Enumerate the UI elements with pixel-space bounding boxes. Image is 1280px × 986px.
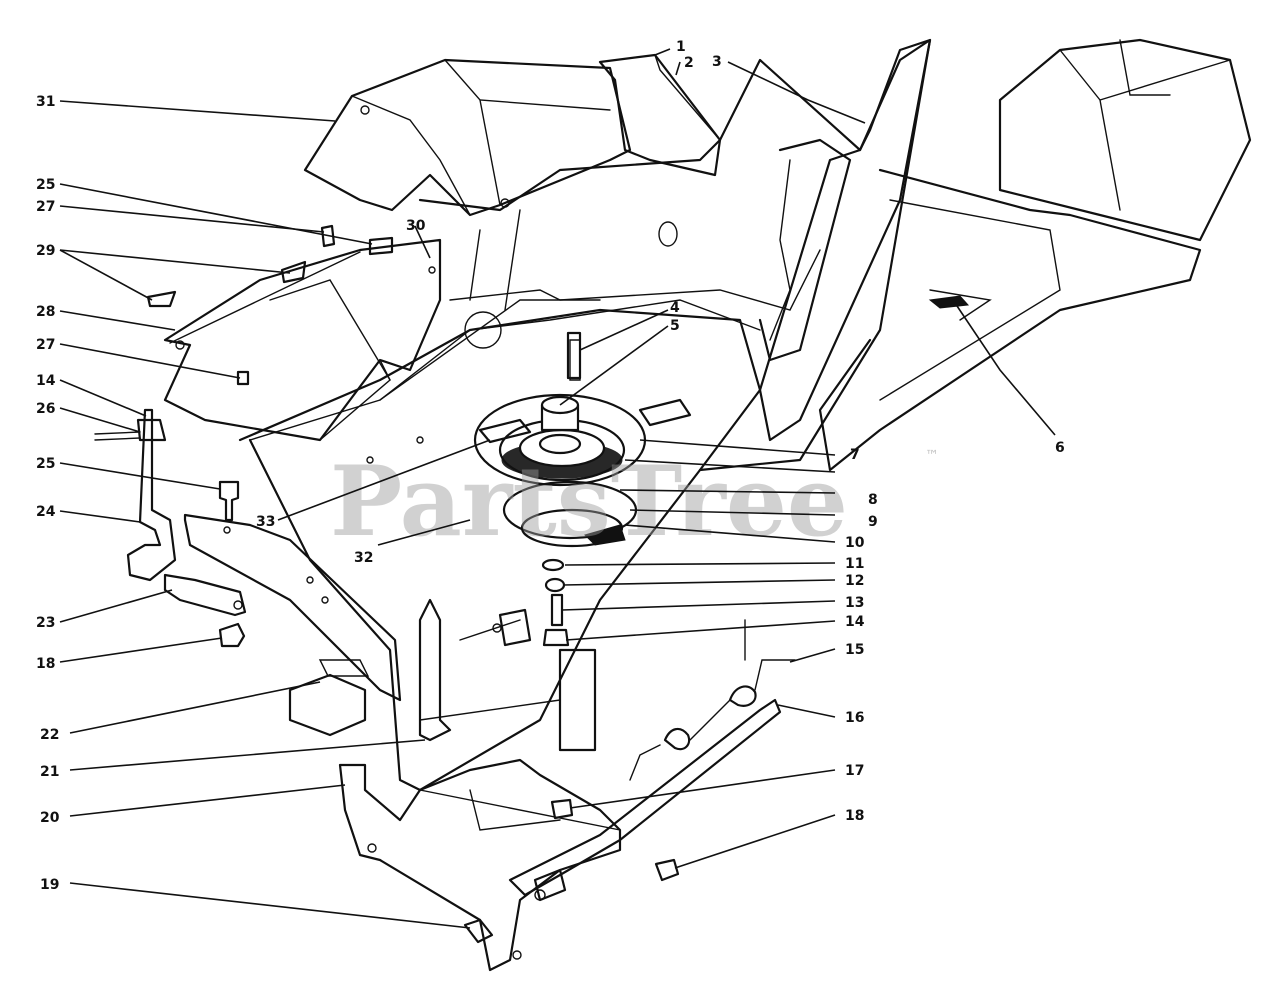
callout-14-left: 14 xyxy=(36,373,56,389)
callout-31: 31 xyxy=(36,94,55,110)
callout-28: 28 xyxy=(36,304,55,320)
callout-9: 9 xyxy=(868,514,878,530)
callout-5: 5 xyxy=(670,318,680,334)
callout-14-right: 14 xyxy=(845,614,865,630)
callout-25-left: 25 xyxy=(36,456,55,472)
callout-labels: 1 2 3 4 5 6 7 8 9 10 11 12 13 14 15 16 1… xyxy=(36,39,1065,893)
callout-18-right: 18 xyxy=(845,808,864,824)
rear-deck-part xyxy=(818,168,1202,472)
callout-21: 21 xyxy=(40,764,59,780)
callout-3: 3 xyxy=(712,54,722,70)
watermark-trademark: ™ xyxy=(925,448,939,464)
line-art xyxy=(94,38,1252,972)
callout-33: 33 xyxy=(256,514,275,530)
left-shield-part xyxy=(163,238,442,442)
callout-16: 16 xyxy=(845,710,864,726)
callout-19: 19 xyxy=(40,877,59,893)
callout-8: 8 xyxy=(868,492,878,508)
callout-15: 15 xyxy=(845,642,864,658)
right-strut-part xyxy=(758,38,932,442)
pulley-assembly-part xyxy=(473,393,647,647)
callout-27-lower: 27 xyxy=(36,337,55,353)
callout-30: 30 xyxy=(406,218,426,234)
callout-13: 13 xyxy=(845,595,864,611)
callout-7: 7 xyxy=(850,447,860,463)
callout-22: 22 xyxy=(40,727,59,743)
callout-23: 23 xyxy=(36,615,55,631)
callout-25-top: 25 xyxy=(36,177,55,193)
callout-12: 12 xyxy=(845,573,864,589)
leader-lines xyxy=(59,48,1056,929)
callout-24: 24 xyxy=(36,504,56,520)
callout-1: 1 xyxy=(676,39,686,55)
callout-17: 17 xyxy=(845,763,864,779)
callout-11: 11 xyxy=(845,556,864,572)
watermark-text: PartsTree xyxy=(330,445,848,558)
callout-6: 6 xyxy=(1055,440,1065,456)
callout-4: 4 xyxy=(670,300,680,316)
pedal-rod-part xyxy=(126,408,177,582)
callout-32: 32 xyxy=(354,550,373,566)
callout-27-upper: 27 xyxy=(36,199,55,215)
callout-29: 29 xyxy=(36,243,55,259)
callout-2: 2 xyxy=(684,55,694,71)
callout-20: 20 xyxy=(40,810,60,826)
callout-10: 10 xyxy=(845,535,865,551)
top-bracket-part xyxy=(598,53,722,177)
frame-body-part xyxy=(248,38,932,792)
belt-cover-part xyxy=(303,58,632,217)
callout-18-left: 18 xyxy=(36,656,55,672)
callout-26: 26 xyxy=(36,401,55,417)
